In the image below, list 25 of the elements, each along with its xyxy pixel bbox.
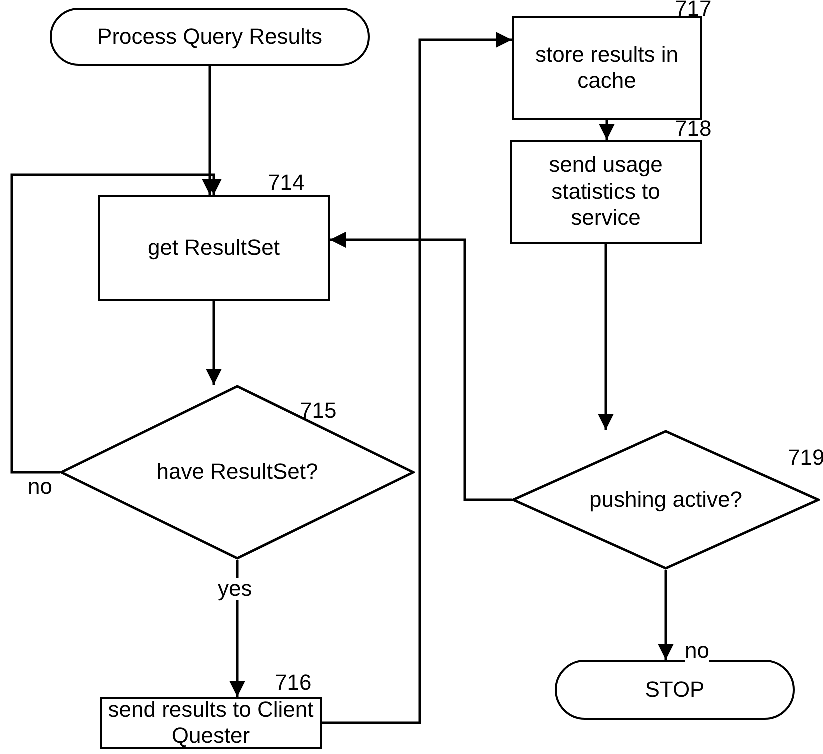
arrow — [206, 301, 222, 385]
step-number: 714 — [268, 170, 305, 196]
arrow — [599, 120, 615, 140]
edge-label: yes — [218, 578, 252, 600]
arrow — [658, 570, 674, 660]
arrow — [322, 32, 512, 724]
node-text: Process Query Results — [98, 24, 322, 50]
process-box — [98, 195, 330, 301]
decision-diamond — [60, 385, 415, 560]
node-text: send usage statistics to service — [548, 152, 664, 232]
node-text: STOP — [645, 676, 705, 704]
step-number: 715 — [300, 398, 337, 424]
node-text: have ResultSet? — [156, 459, 318, 486]
node-text: store results in cache — [534, 42, 680, 94]
process-box — [512, 16, 702, 120]
step-number: 717 — [675, 0, 712, 22]
arrow — [330, 232, 512, 502]
process-box — [510, 140, 702, 244]
node-text: pushing active? — [590, 486, 742, 514]
step-number: 716 — [275, 670, 312, 696]
arrow — [10, 174, 222, 474]
arrow — [598, 244, 614, 430]
step-number: 718 — [675, 116, 712, 142]
node-text: send results to Client Quester — [108, 696, 314, 750]
node-text: get ResultSet — [148, 234, 280, 262]
